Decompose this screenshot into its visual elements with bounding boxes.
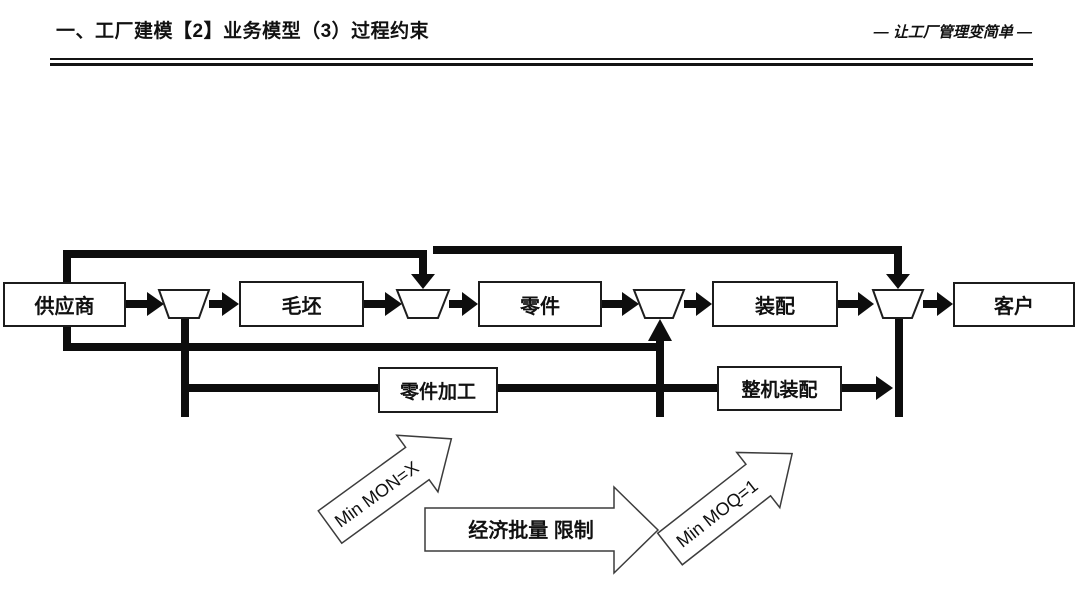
flow-arrowhead-2 [222,292,239,316]
economic-batch-arrow-shape [424,485,660,575]
flow-arrowhead-4 [462,292,478,316]
top-feedback-line-right [433,246,902,276]
funnel-icon-2 [395,289,451,319]
funnel-icon-3 [632,289,686,319]
node-part: 零件 [478,281,602,327]
down-arrowhead-buffer4 [886,274,910,289]
bottom-feedback-line [63,327,660,351]
funnel-icon-4 [871,289,925,319]
connector-lines [63,246,937,417]
annotation-arrows: Min MON=X 经济批量 限制 Min MOQ=1 [317,434,794,575]
page-title: 一、工厂建模【2】业务模型（3）过程约束 [56,21,430,42]
flow-arrowhead-6 [696,292,712,316]
process-line-arrowhead [876,376,893,400]
flow-arrowhead-7 [858,292,874,316]
flow-arrowhead-3 [385,292,402,316]
arrowheads [147,274,953,400]
buffer-funnels [157,289,925,319]
top-feedback-line-left [63,250,427,283]
node-final-assembly: 整机装配 [717,366,842,411]
slogan-text: — 让工厂管理变简单 — [873,24,1032,41]
flow-arrowhead-5 [622,292,639,316]
economic-batch-arrow: 经济批量 限制 [424,485,660,575]
flow-arrowhead-1 [147,292,164,316]
node-customer: 客户 [953,282,1075,327]
up-arrowhead-buffer3 [648,319,672,341]
flow-arrowhead-8 [937,292,953,316]
funnel-icon-1 [157,289,211,319]
header-divider [50,58,1033,66]
economic-batch-label: 经济批量 限制 [468,518,594,542]
node-part-machining: 零件加工 [378,367,498,413]
node-assembly: 装配 [712,281,838,327]
min-moq-arrow-shape [656,451,794,566]
min-moq-arrow: Min MOQ=1 [656,451,794,566]
min-mon-arrow-shape [317,434,453,545]
down-arrowhead-buffer2 [411,274,435,289]
node-blank: 毛坯 [239,281,364,327]
node-supplier: 供应商 [3,282,126,327]
